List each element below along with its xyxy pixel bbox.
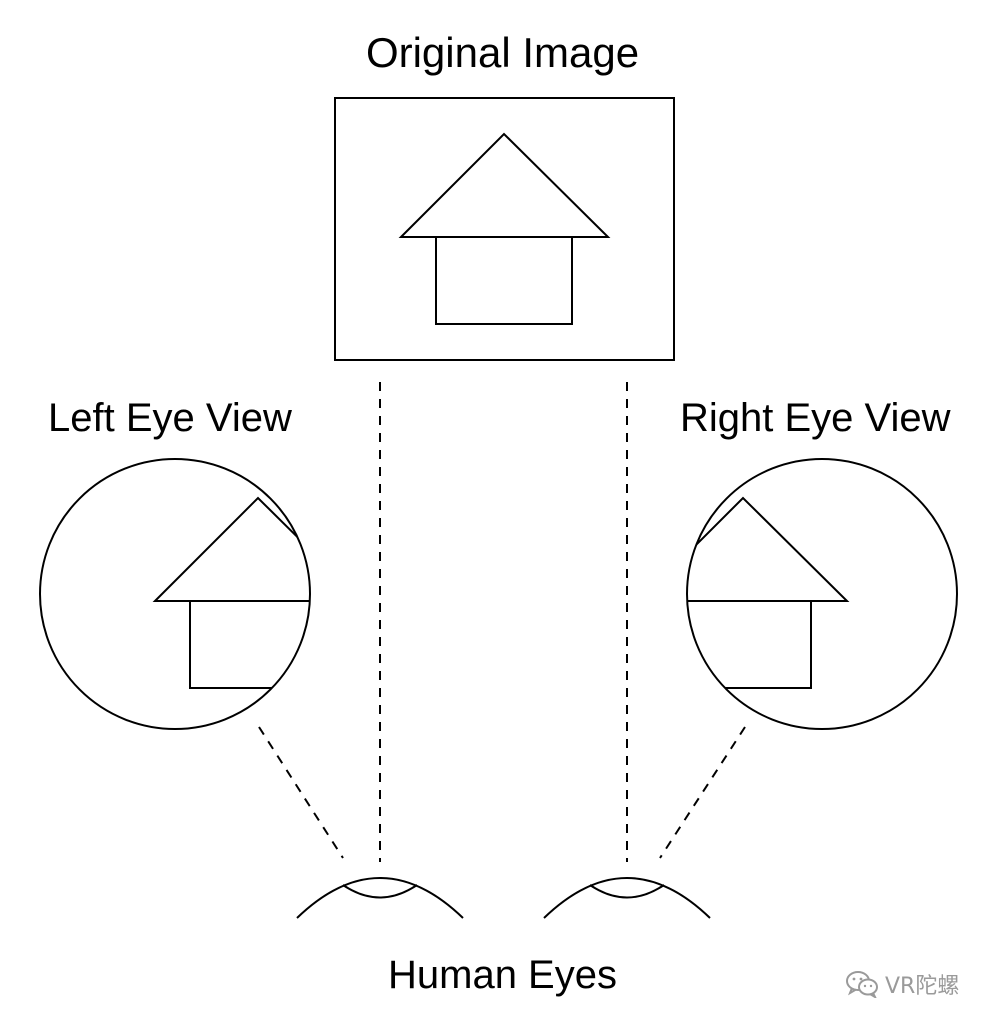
human-eyes-label: Human Eyes	[388, 953, 617, 997]
wechat-icon	[845, 970, 879, 998]
left-house-roof	[152, 496, 310, 602]
left-eyeball-arc	[296, 877, 464, 919]
left-lens-arc	[342, 884, 418, 899]
right-human-eye	[543, 877, 711, 919]
original-image-label: Original Image	[365, 29, 640, 76]
watermark: VR陀螺	[845, 968, 959, 1000]
original-image-frame	[334, 97, 675, 361]
right-eye-view-circle	[686, 458, 958, 730]
right-diagonal-sight-line	[659, 726, 746, 859]
right-eye-view-label: Right Eye View	[680, 396, 951, 440]
left-human-eye	[296, 877, 464, 919]
right-house-body	[687, 600, 812, 689]
watermark-text: VR陀螺	[885, 974, 960, 999]
left-eye-view-circle	[39, 458, 311, 730]
original-house-roof	[398, 132, 611, 238]
original-image-panel	[334, 97, 675, 361]
left-house-body	[189, 600, 310, 689]
left-eye-view-label: Left Eye View	[48, 396, 292, 440]
right-house-roof	[687, 496, 850, 602]
sight-lines	[258, 382, 746, 862]
left-diagonal-sight-line	[258, 726, 344, 859]
right-eyeball-arc	[543, 877, 711, 919]
left-eye-view	[39, 458, 311, 730]
right-eye-view	[686, 458, 958, 730]
right-lens-arc	[589, 884, 665, 899]
original-house-body	[435, 236, 573, 325]
